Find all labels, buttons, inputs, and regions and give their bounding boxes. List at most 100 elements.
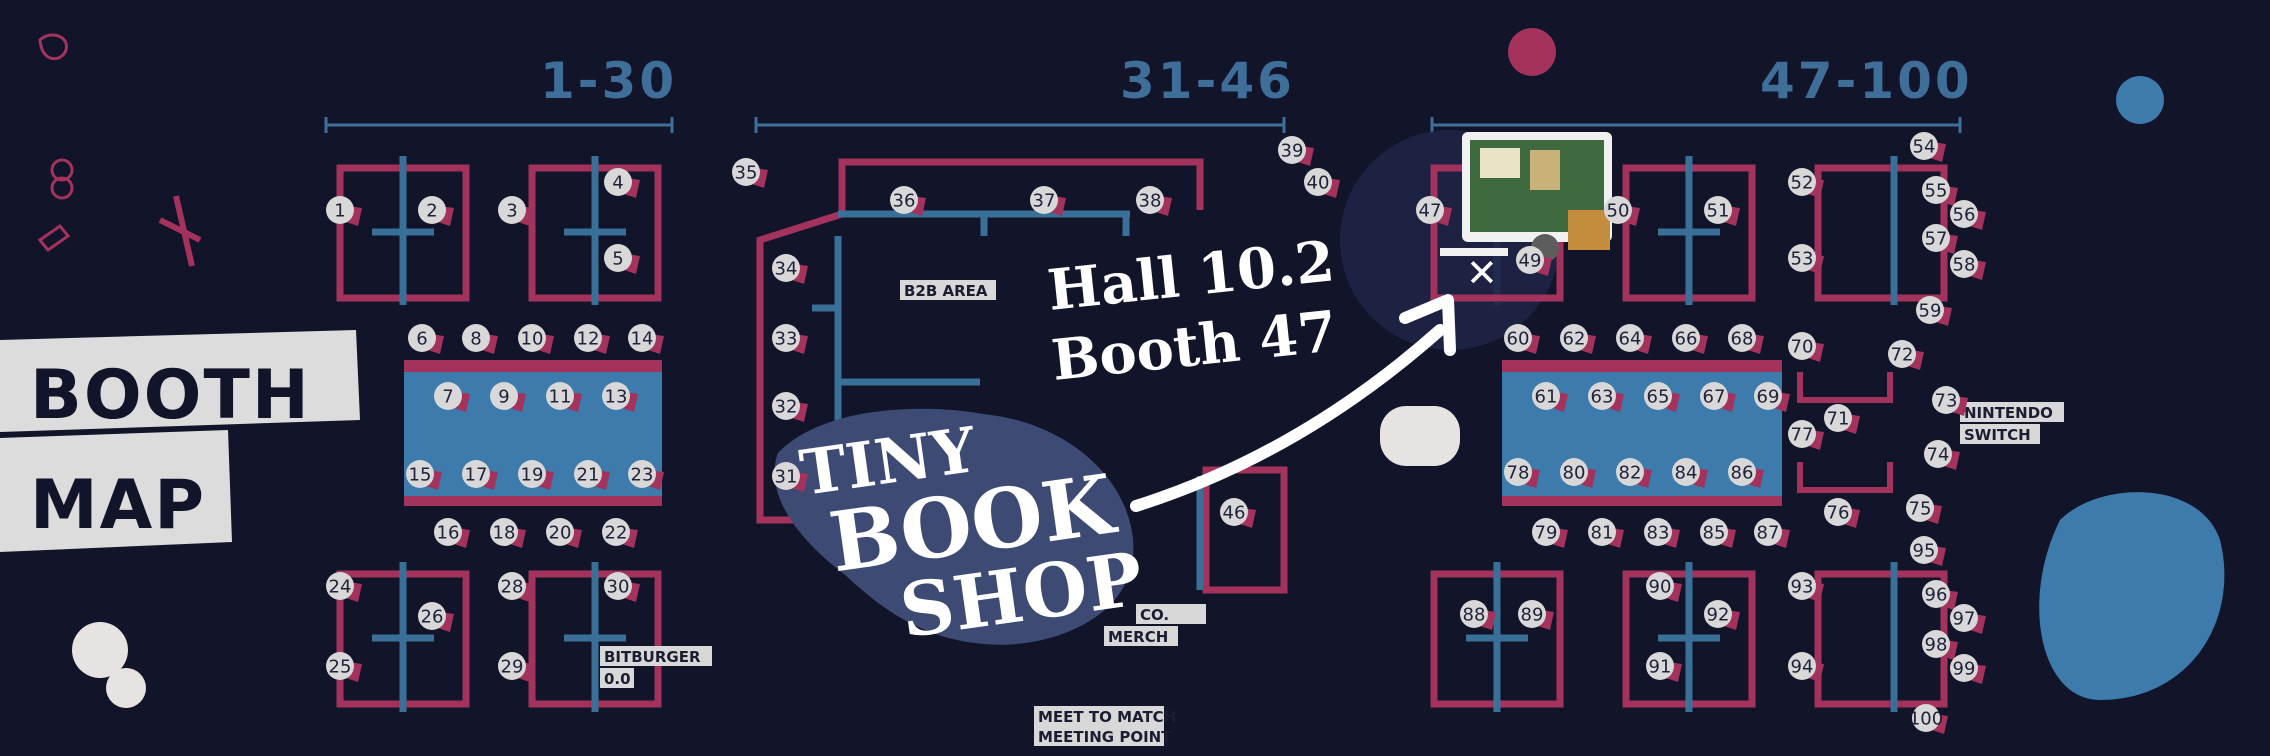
- booth-badge-98[interactable]: 98: [1922, 630, 1958, 660]
- booth-badge-86[interactable]: 86: [1728, 458, 1764, 488]
- booth-badge-8[interactable]: 8: [462, 324, 498, 354]
- booth-badge-14[interactable]: 14: [628, 324, 664, 354]
- booth-badge-2[interactable]: 2: [418, 196, 454, 226]
- booth-badge-circle: [604, 168, 632, 196]
- booth-badge-91[interactable]: 91: [1646, 652, 1682, 682]
- booth-badge-87[interactable]: 87: [1754, 518, 1790, 548]
- booth-badge-36[interactable]: 36: [890, 186, 926, 216]
- booth-badge-4[interactable]: 4: [604, 168, 640, 198]
- booth-badge-11[interactable]: 11: [546, 382, 582, 412]
- booth-badge-29[interactable]: 29: [498, 652, 534, 682]
- booth-badge-59[interactable]: 59: [1916, 296, 1952, 326]
- booth-badge-88[interactable]: 88: [1460, 600, 1496, 630]
- booth-badge-73[interactable]: 73: [1932, 386, 1968, 416]
- booth-badge-12[interactable]: 12: [574, 324, 610, 354]
- booth-badge-3[interactable]: 3: [498, 196, 534, 226]
- booth-badge-16[interactable]: 16: [434, 518, 470, 548]
- booth-badge-74[interactable]: 74: [1924, 440, 1960, 470]
- booth-badge-78[interactable]: 78: [1504, 458, 1540, 488]
- booth-badge-21[interactable]: 21: [574, 460, 610, 490]
- booth-badge-19[interactable]: 19: [518, 460, 554, 490]
- booth-badge-23[interactable]: 23: [628, 460, 664, 490]
- booth-badge-85[interactable]: 85: [1700, 518, 1736, 548]
- booth-badge-54[interactable]: 54: [1910, 132, 1946, 162]
- booth-badge-80[interactable]: 80: [1560, 458, 1596, 488]
- booth-badge-26[interactable]: 26: [418, 602, 454, 632]
- telescope-icon: [158, 195, 202, 267]
- booth-badge-89[interactable]: 89: [1518, 600, 1554, 630]
- booth-badge-15[interactable]: 15: [406, 460, 442, 490]
- booth-badge-30[interactable]: 30: [604, 572, 640, 602]
- booth-badge-51[interactable]: 51: [1704, 196, 1740, 226]
- booth-number: 57: [1925, 229, 1948, 250]
- planet-icon: [2116, 76, 2164, 124]
- booth-badge-34[interactable]: 34: [772, 254, 808, 284]
- booth-badge-71[interactable]: 71: [1824, 404, 1860, 434]
- booth-badge-79[interactable]: 79: [1532, 518, 1568, 548]
- booth-badge-96[interactable]: 96: [1922, 580, 1958, 610]
- booth-badge-77[interactable]: 77: [1788, 420, 1824, 450]
- booth-badge-76[interactable]: 76: [1824, 498, 1860, 528]
- booth-badge-61[interactable]: 61: [1532, 382, 1568, 412]
- booth-badge-6[interactable]: 6: [408, 324, 444, 354]
- booth-badge-94[interactable]: 94: [1788, 652, 1824, 682]
- booth-badge-20[interactable]: 20: [546, 518, 582, 548]
- booth-badge-25[interactable]: 25: [326, 652, 362, 682]
- booth-badge-100[interactable]: 100: [1909, 704, 1948, 734]
- booth-badge-70[interactable]: 70: [1788, 332, 1824, 362]
- booth-badge-38[interactable]: 38: [1136, 186, 1172, 216]
- booth-badge-55[interactable]: 55: [1922, 176, 1958, 206]
- booth-badge-72[interactable]: 72: [1888, 340, 1924, 370]
- booth-badge-7[interactable]: 7: [434, 382, 470, 412]
- booth-badge-92[interactable]: 92: [1704, 600, 1740, 630]
- booth-badge-33[interactable]: 33: [772, 324, 808, 354]
- booth-badge-18[interactable]: 18: [490, 518, 526, 548]
- booth-badge-67[interactable]: 67: [1700, 382, 1736, 412]
- booth-badge-39[interactable]: 39: [1278, 136, 1314, 166]
- booth-badge-circle: [574, 460, 602, 488]
- booth-badge-75[interactable]: 75: [1906, 494, 1942, 524]
- booth-badge-99[interactable]: 99: [1950, 654, 1986, 684]
- booth-badge-24[interactable]: 24: [326, 572, 362, 602]
- booth-badge-1[interactable]: 1: [326, 196, 362, 226]
- booth-badge-31[interactable]: 31: [772, 462, 808, 492]
- booth-badge-64[interactable]: 64: [1616, 324, 1652, 354]
- booth-number: 40: [1307, 173, 1330, 194]
- booth-badge-62[interactable]: 62: [1560, 324, 1596, 354]
- booth-badge-49[interactable]: 49: [1516, 246, 1552, 276]
- booth-badge-83[interactable]: 83: [1644, 518, 1680, 548]
- booth-badge-32[interactable]: 32: [772, 392, 808, 422]
- booth-badge-97[interactable]: 97: [1950, 604, 1986, 634]
- booth-badge-37[interactable]: 37: [1030, 186, 1066, 216]
- booth-badge-60[interactable]: 60: [1504, 324, 1540, 354]
- booth-badge-66[interactable]: 66: [1672, 324, 1708, 354]
- booth-badge-84[interactable]: 84: [1672, 458, 1708, 488]
- booth-badge-40[interactable]: 40: [1304, 168, 1340, 198]
- booth-badge-17[interactable]: 17: [462, 460, 498, 490]
- booth-badge-46[interactable]: 46: [1220, 498, 1256, 528]
- booth-badge-28[interactable]: 28: [498, 572, 534, 602]
- booth-badge-57[interactable]: 57: [1922, 224, 1958, 254]
- booth-badge-13[interactable]: 13: [602, 382, 638, 412]
- booth-badge-63[interactable]: 63: [1588, 382, 1624, 412]
- booth-badge-69[interactable]: 69: [1754, 382, 1790, 412]
- booth-badge-52[interactable]: 52: [1788, 168, 1824, 198]
- booth-badge-93[interactable]: 93: [1788, 572, 1824, 602]
- booth-badge-10[interactable]: 10: [518, 324, 554, 354]
- booth-badge-35[interactable]: 35: [732, 158, 768, 188]
- booth-badge-22[interactable]: 22: [602, 518, 638, 548]
- booth-badge-95[interactable]: 95: [1910, 536, 1946, 566]
- booth-badge-5[interactable]: 5: [604, 244, 640, 274]
- booth-badge-47[interactable]: 47: [1416, 196, 1452, 226]
- booth-badge-9[interactable]: 9: [490, 382, 526, 412]
- booth-badge-90[interactable]: 90: [1646, 572, 1682, 602]
- booth-badge-53[interactable]: 53: [1788, 244, 1824, 274]
- booth-badge-81[interactable]: 81: [1588, 518, 1624, 548]
- booth-badge-50[interactable]: 50: [1604, 196, 1640, 226]
- booth-badge-68[interactable]: 68: [1728, 324, 1764, 354]
- booth-badge-58[interactable]: 58: [1950, 250, 1986, 280]
- booth-badge-56[interactable]: 56: [1950, 200, 1986, 230]
- booth-badge-65[interactable]: 65: [1644, 382, 1680, 412]
- booth-number: 87: [1757, 523, 1780, 544]
- booth-badge-82[interactable]: 82: [1616, 458, 1652, 488]
